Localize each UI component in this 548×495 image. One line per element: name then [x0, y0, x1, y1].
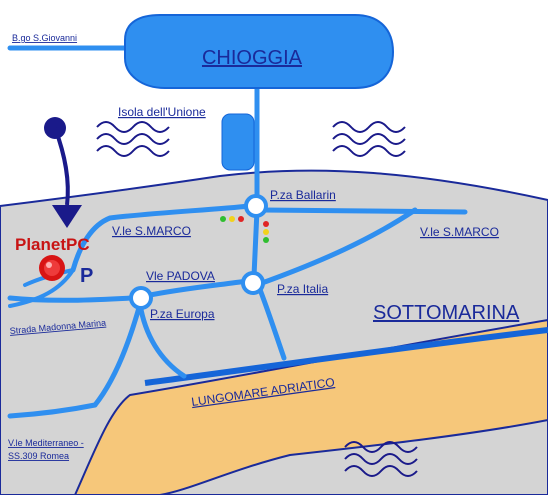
wave-icon — [96, 121, 170, 157]
city-label[interactable]: CHIOGGIA — [202, 47, 303, 69]
road-ballarin-italia — [251, 207, 260, 279]
label-smarco-right[interactable]: V.le S.MARCO — [420, 225, 499, 239]
area-label[interactable]: SOTTOMARINA — [373, 302, 520, 324]
brand-label[interactable]: PlanetPC — [15, 235, 90, 254]
chioggia-island[interactable] — [124, 14, 395, 89]
label-bgo[interactable]: B.go S.Giovanni — [12, 33, 77, 43]
label-mediterraneo-2[interactable]: SS.309 Romea — [8, 451, 69, 461]
road-mediterraneo — [7, 402, 98, 419]
arrow-down-icon — [44, 117, 82, 228]
wave-icon — [332, 121, 406, 157]
junction-ballarin[interactable] — [244, 194, 268, 218]
label-ballarin[interactable]: P.za Ballarin — [270, 188, 336, 202]
road-smarco-right — [259, 207, 468, 215]
road-europa-mediterraneo — [92, 301, 143, 408]
label-smarco-left[interactable]: V.le S.MARCO — [112, 224, 191, 238]
traffic-light-icon — [220, 216, 269, 243]
label-padova[interactable]: Vle PADOVA — [146, 269, 215, 283]
junction-europa[interactable] — [129, 286, 153, 310]
location-pin-icon[interactable] — [39, 255, 65, 281]
road-diagonal — [259, 207, 418, 286]
road-europa-south — [137, 301, 187, 379]
road-europa-west — [7, 295, 135, 303]
road-smarco-left — [70, 203, 253, 273]
junction-italia[interactable] — [241, 271, 265, 295]
road-strada-madonna — [8, 268, 75, 308]
isola-label[interactable]: Isola dell'Unione — [118, 105, 206, 119]
road-italia-south — [256, 284, 287, 361]
shore-road — [144, 327, 548, 386]
parking-label: P — [80, 265, 93, 287]
label-europa[interactable]: P.za Europa — [150, 307, 215, 321]
isola-unione[interactable] — [221, 113, 255, 171]
label-mediterraneo-1[interactable]: V.le Mediterraneo - — [8, 438, 84, 448]
road-padova — [142, 278, 250, 299]
wave-icon — [344, 441, 418, 477]
road-network — [7, 45, 468, 419]
label-italia[interactable]: P.za Italia — [277, 282, 328, 296]
